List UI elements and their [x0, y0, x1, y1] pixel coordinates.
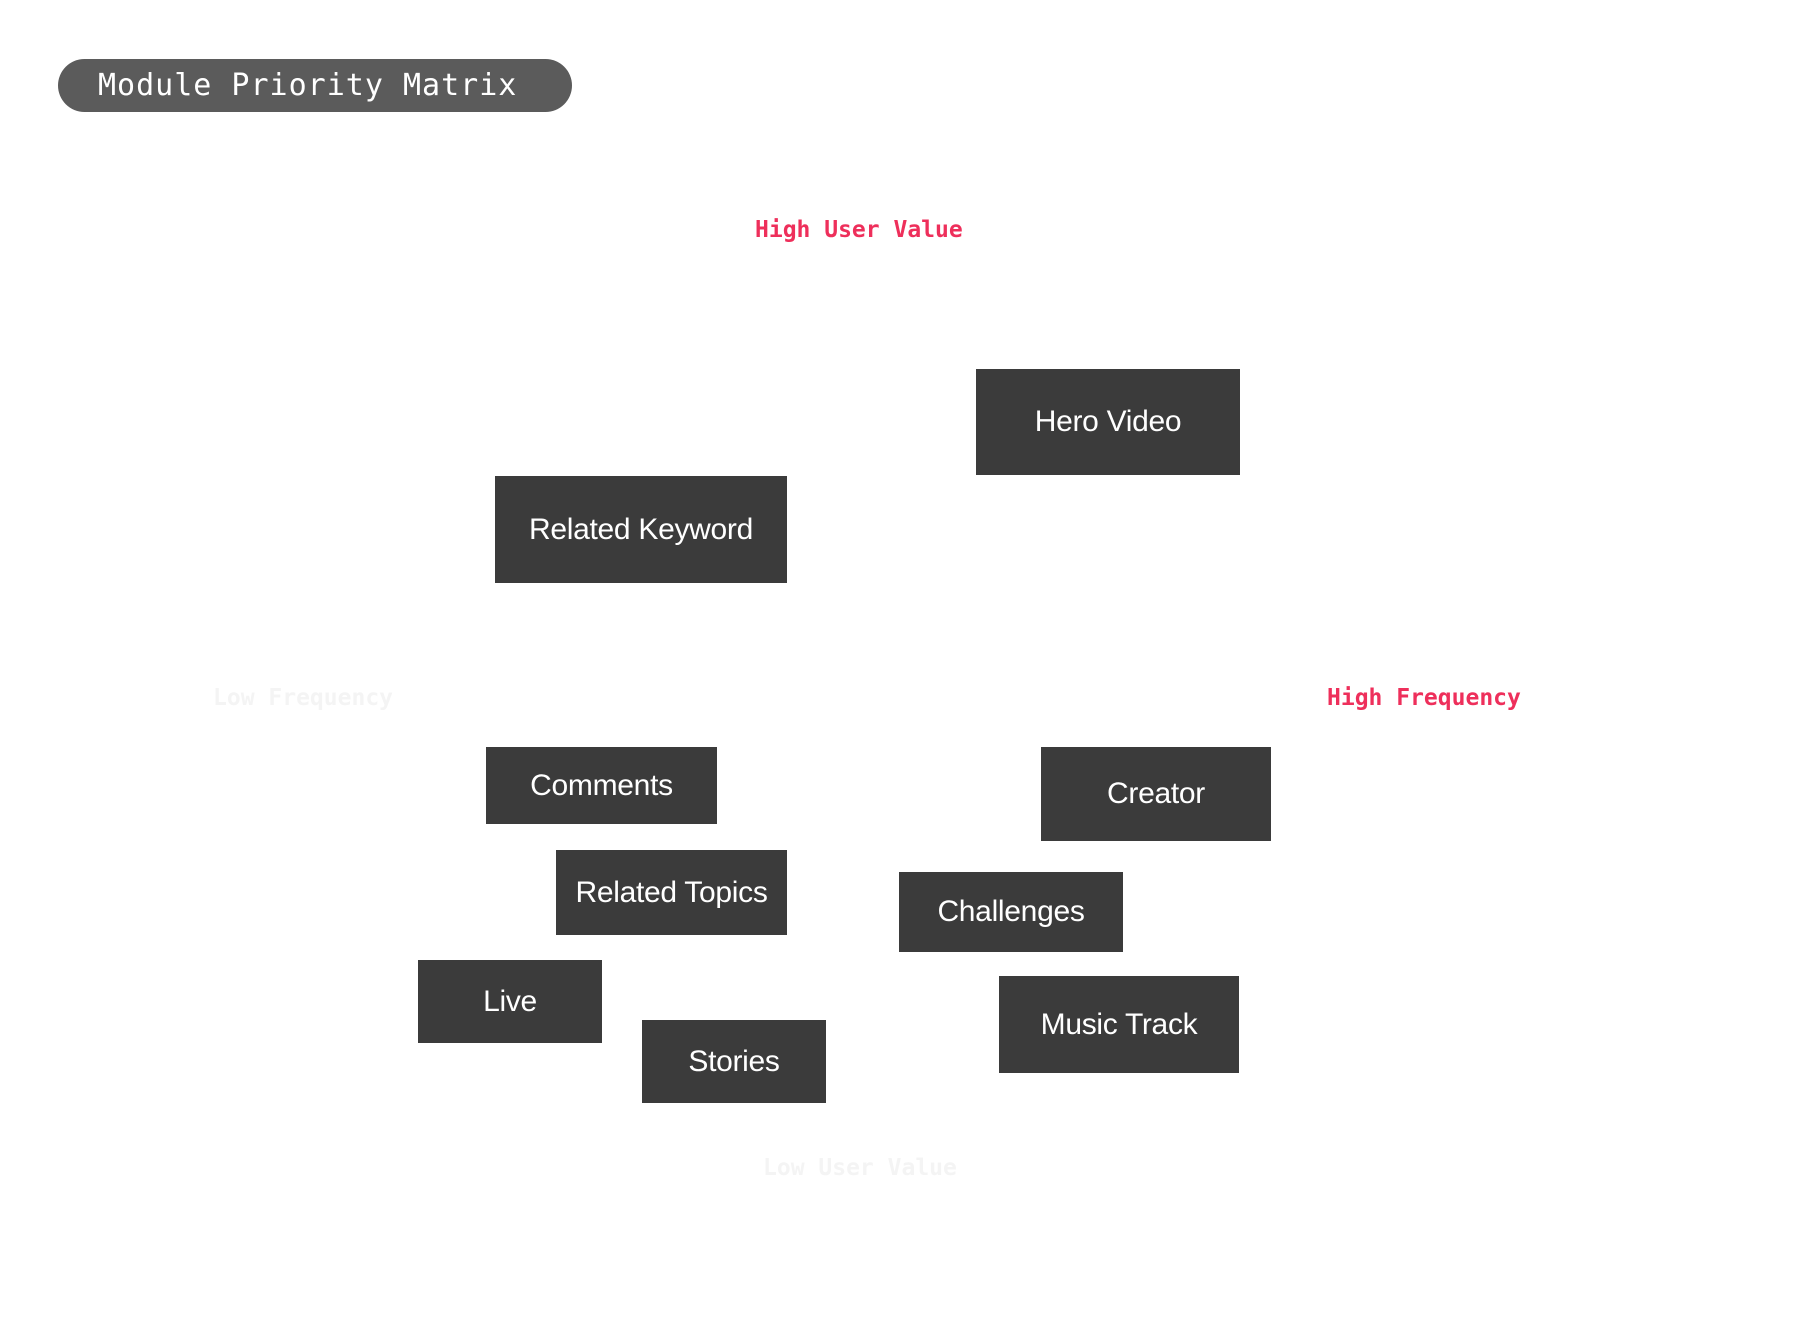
module-hero-video[interactable]: Hero Video	[976, 369, 1240, 475]
axis-label-high-user-value: High User Value	[755, 217, 963, 243]
module-related-keyword[interactable]: Related Keyword	[495, 476, 787, 583]
module-live[interactable]: Live	[418, 960, 602, 1043]
axis-label-low-user-value: Low User Value	[763, 1155, 957, 1181]
module-creator[interactable]: Creator	[1041, 747, 1271, 841]
axis-label-high-frequency: High Frequency	[1327, 685, 1521, 711]
page-title: Module Priority Matrix	[58, 59, 572, 112]
module-comments[interactable]: Comments	[486, 747, 717, 824]
module-music-track[interactable]: Music Track	[999, 976, 1239, 1073]
axis-label-low-frequency: Low Frequency	[213, 685, 394, 711]
module-related-topics[interactable]: Related Topics	[556, 850, 787, 935]
module-challenges[interactable]: Challenges	[899, 872, 1123, 952]
module-stories[interactable]: Stories	[642, 1020, 826, 1103]
